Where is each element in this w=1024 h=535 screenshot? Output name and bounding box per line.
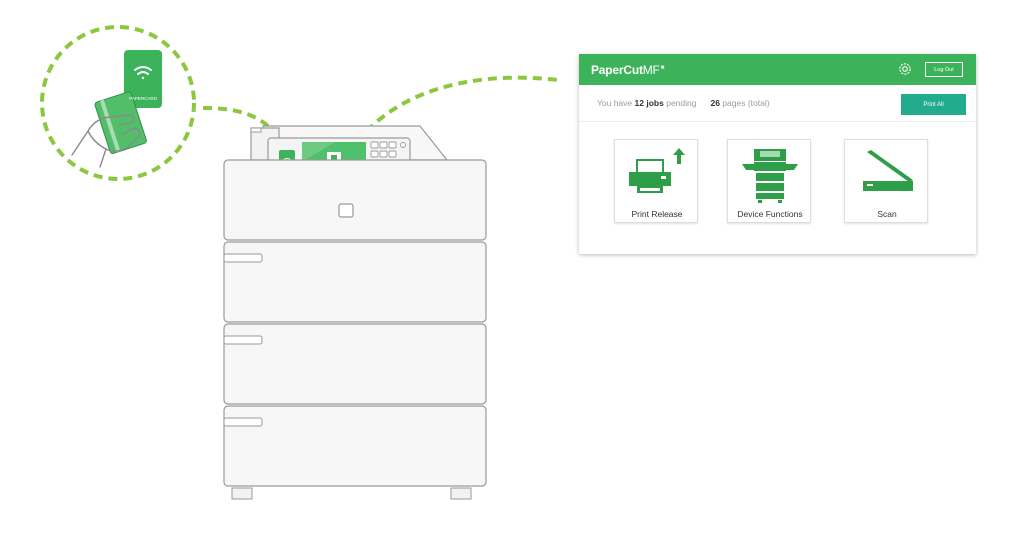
panel-header: PaperCutMF■ Log Out bbox=[579, 54, 976, 85]
print-release-tile[interactable]: Print Release bbox=[614, 139, 698, 223]
logout-button[interactable]: Log Out bbox=[925, 62, 963, 77]
scanner-icon bbox=[863, 150, 913, 191]
card-text: PAPERCARD bbox=[129, 96, 157, 101]
scan-tile[interactable]: Scan bbox=[844, 139, 928, 223]
print-all-button[interactable]: Print All bbox=[901, 94, 966, 115]
copier-icon bbox=[742, 149, 798, 203]
tile-label: Device Functions bbox=[737, 209, 803, 219]
wifi-icon bbox=[134, 66, 152, 80]
printer-upload-icon bbox=[629, 148, 685, 193]
hand-card-illustration: PAPERCARD bbox=[71, 50, 162, 168]
tile-label: Print Release bbox=[631, 209, 683, 219]
device-functions-tile[interactable]: Device Functions bbox=[727, 139, 811, 223]
printer-illustration bbox=[223, 125, 487, 500]
papercut-logo: PaperCutMF■ bbox=[591, 63, 665, 77]
tile-label: Scan bbox=[877, 209, 897, 219]
papercut-panel: PaperCutMF■ Log Out You have 12 jobs pen… bbox=[579, 54, 976, 254]
gear-icon[interactable] bbox=[897, 61, 913, 77]
hand bbox=[71, 114, 141, 168]
